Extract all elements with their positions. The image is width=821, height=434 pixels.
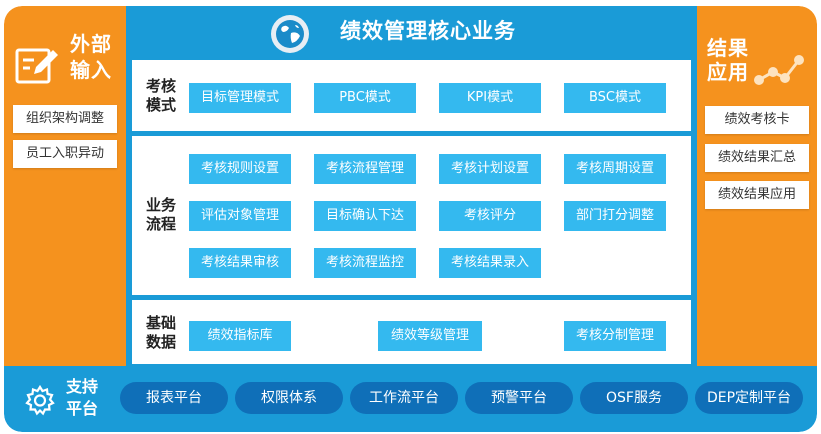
process-pill: 评估对象管理 bbox=[189, 201, 291, 231]
right-item-result-summary: 绩效结果汇总 bbox=[705, 144, 809, 172]
base-data-section: 基础 数据 绩效指标库 绩效等级管理 考核分制管理 bbox=[132, 300, 691, 364]
mode-pill-kpi: KPI模式 bbox=[439, 83, 541, 113]
base-label-line1: 基础 bbox=[146, 314, 177, 332]
mode-pill-mbo: 目标管理模式 bbox=[189, 83, 291, 113]
process-pill: 部门打分调整 bbox=[564, 201, 666, 231]
mode-label-line2: 模式 bbox=[146, 96, 177, 114]
mode-pill-bsc: BSC模式 bbox=[564, 83, 666, 113]
architecture-diagram: 外部 输入 组织架构调整 员工入职异动 绩效管理核心业务 考核 模式 目标管理模… bbox=[4, 6, 817, 432]
edit-icon bbox=[15, 48, 58, 84]
left-item-onboarding: 员工入职异动 bbox=[13, 140, 117, 168]
process-pill: 考核周期设置 bbox=[564, 154, 666, 184]
base-pill-grade-mgmt: 绩效等级管理 bbox=[378, 321, 482, 351]
left-item-org-adjust: 组织架构调整 bbox=[13, 105, 117, 133]
process-label-line2: 流程 bbox=[146, 215, 177, 233]
left-title-line2: 输入 bbox=[70, 58, 112, 82]
center-title: 绩效管理核心业务 bbox=[340, 19, 516, 43]
process-pill: 考核流程监控 bbox=[314, 248, 416, 278]
process-label-line1: 业务 bbox=[146, 196, 177, 214]
support-title-line2: 平台 bbox=[66, 399, 99, 418]
left-title-line1: 外部 bbox=[70, 32, 112, 56]
platform-report: 报表平台 bbox=[120, 382, 228, 414]
base-label-line2: 数据 bbox=[146, 333, 177, 351]
process-pill: 考核计划设置 bbox=[439, 154, 541, 184]
process-pill: 考核评分 bbox=[439, 201, 541, 231]
platform-alert: 预警平台 bbox=[465, 382, 573, 414]
platform-permission: 权限体系 bbox=[235, 382, 343, 414]
base-pill-score-system: 考核分制管理 bbox=[564, 321, 666, 351]
platform-workflow: 工作流平台 bbox=[350, 382, 458, 414]
mode-label-line1: 考核 bbox=[146, 77, 177, 95]
support-platform-bar: 支持 平台 报表平台 权限体系 工作流平台 预警平台 OSF服务 DEP定制平台 bbox=[4, 366, 817, 432]
right-item-appraisal-card: 绩效考核卡 bbox=[705, 106, 809, 134]
mode-pill-pbc: PBC模式 bbox=[314, 83, 416, 113]
support-title-line1: 支持 bbox=[66, 377, 99, 396]
platform-dep: DEP定制平台 bbox=[695, 382, 803, 414]
mode-section: 考核 模式 目标管理模式 PBC模式 KPI模式 BSC模式 bbox=[132, 60, 691, 131]
process-pill: 考核流程管理 bbox=[314, 154, 416, 184]
share-nodes-icon bbox=[754, 55, 804, 85]
platform-osf: OSF服务 bbox=[580, 382, 688, 414]
right-title-line1: 结果 bbox=[707, 36, 749, 60]
process-pill: 目标确认下达 bbox=[314, 201, 416, 231]
base-pill-indicator-lib: 绩效指标库 bbox=[189, 321, 291, 351]
result-application-panel: 结果 应用 绩效考核卡 绩效结果汇总 绩效结果应用 bbox=[697, 6, 817, 366]
core-business-panel: 绩效管理核心业务 考核 模式 目标管理模式 PBC模式 KPI模式 BSC模式 … bbox=[126, 6, 697, 366]
external-input-panel: 外部 输入 组织架构调整 员工入职异动 bbox=[4, 6, 126, 366]
right-title-line2: 应用 bbox=[707, 60, 749, 84]
process-pill: 考核结果录入 bbox=[439, 248, 541, 278]
right-item-result-application: 绩效结果应用 bbox=[705, 181, 809, 209]
process-section: 业务 流程 考核规则设置 考核流程管理 考核计划设置 考核周期设置 评估对象管理… bbox=[132, 136, 691, 295]
gear-icon bbox=[25, 384, 55, 416]
process-pill: 考核规则设置 bbox=[189, 154, 291, 184]
process-pill: 考核结果审核 bbox=[189, 248, 291, 278]
globe-icon bbox=[271, 15, 309, 53]
